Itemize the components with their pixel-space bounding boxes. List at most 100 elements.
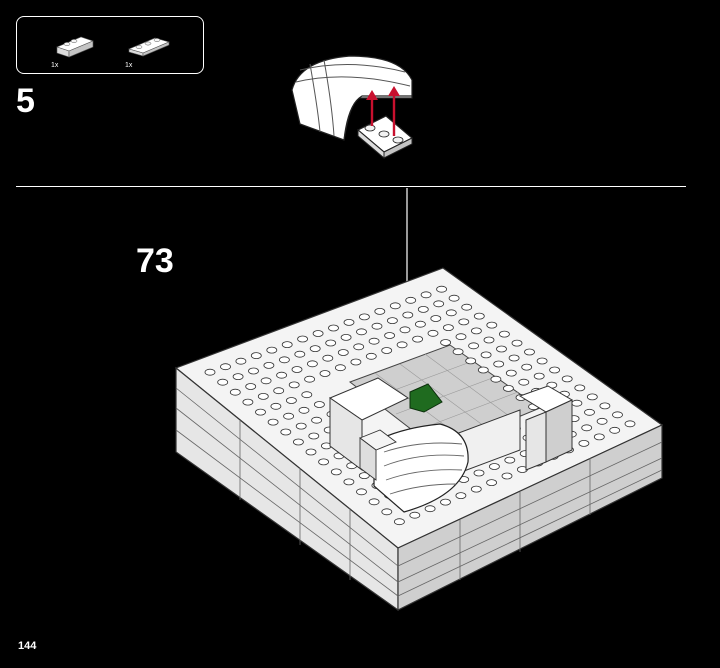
stud <box>599 402 611 410</box>
stud <box>470 485 482 493</box>
stud <box>427 329 439 337</box>
stud <box>267 418 279 426</box>
stud <box>468 342 480 350</box>
stud <box>409 511 421 519</box>
stud <box>470 327 482 335</box>
stud <box>328 324 339 332</box>
stud <box>488 463 500 470</box>
stud <box>584 408 595 416</box>
stud <box>501 472 513 480</box>
stud <box>389 302 401 310</box>
parts-list-box: 1x 1x <box>16 16 204 74</box>
stud <box>384 332 396 339</box>
stud <box>318 458 330 466</box>
stud <box>448 294 460 302</box>
part-quantity: 1x <box>125 62 133 69</box>
stud <box>496 345 507 353</box>
stud <box>483 336 495 344</box>
stud <box>486 479 498 487</box>
stud <box>245 383 257 390</box>
stud <box>465 357 477 365</box>
stud <box>612 411 623 419</box>
stud <box>536 357 548 365</box>
base-right-side <box>397 424 663 611</box>
stud <box>204 368 216 376</box>
stud <box>278 356 290 364</box>
stud <box>455 333 467 341</box>
stud <box>285 397 297 404</box>
stud <box>381 347 393 354</box>
stud <box>309 345 321 353</box>
stud <box>281 341 293 349</box>
stud <box>330 468 342 476</box>
stud <box>480 351 492 359</box>
stud <box>477 366 489 374</box>
stud <box>232 373 244 381</box>
stud <box>350 358 362 366</box>
stud <box>504 456 516 464</box>
stud <box>609 426 621 434</box>
stud <box>340 333 352 341</box>
stud <box>280 428 292 436</box>
stud <box>337 349 349 356</box>
stud <box>313 401 325 408</box>
stud <box>288 381 300 389</box>
stud <box>368 498 380 506</box>
stud <box>358 313 370 321</box>
curved-slope-brick <box>291 55 413 141</box>
assembly-arrow-icon <box>388 86 400 136</box>
stud <box>322 354 334 362</box>
white-1x3-plate-icon <box>128 37 170 57</box>
stud <box>356 328 367 336</box>
stud <box>533 372 545 380</box>
stud <box>235 357 247 365</box>
stud <box>356 488 367 496</box>
stud <box>442 324 454 332</box>
stud <box>486 321 498 329</box>
stud <box>414 320 426 328</box>
stud <box>436 285 448 293</box>
stud <box>273 387 285 395</box>
stud <box>343 318 355 326</box>
step-number: 73 <box>136 242 174 280</box>
stud <box>586 393 598 401</box>
stud <box>242 398 254 406</box>
stud <box>574 384 586 392</box>
placed-curved-brick <box>359 423 469 513</box>
stud <box>297 335 309 343</box>
stud <box>473 312 485 320</box>
stud <box>255 408 266 416</box>
stud <box>561 375 573 383</box>
part-item: 1x <box>47 25 107 69</box>
part-quantity: 1x <box>51 62 59 69</box>
stud <box>493 360 505 368</box>
stud <box>306 360 318 368</box>
stud <box>304 375 316 383</box>
stud <box>292 438 304 446</box>
side-brick-lines <box>175 387 663 597</box>
stud <box>505 369 517 377</box>
stud <box>308 432 320 440</box>
stud <box>257 392 269 400</box>
stud <box>578 439 590 447</box>
stud <box>445 309 457 317</box>
stud <box>353 343 365 351</box>
stud <box>393 518 405 526</box>
stud <box>311 416 323 424</box>
stud <box>283 412 295 420</box>
stud <box>624 420 636 428</box>
stud <box>461 303 473 311</box>
stud <box>571 399 583 407</box>
stud <box>358 472 370 480</box>
green-plant <box>409 383 443 413</box>
page-number: 144 <box>18 640 37 652</box>
stud <box>291 366 303 373</box>
stud <box>518 378 530 386</box>
stud <box>549 366 560 374</box>
stud <box>502 384 514 392</box>
stud <box>334 364 346 372</box>
stud <box>250 352 262 360</box>
divider-line <box>16 186 686 187</box>
